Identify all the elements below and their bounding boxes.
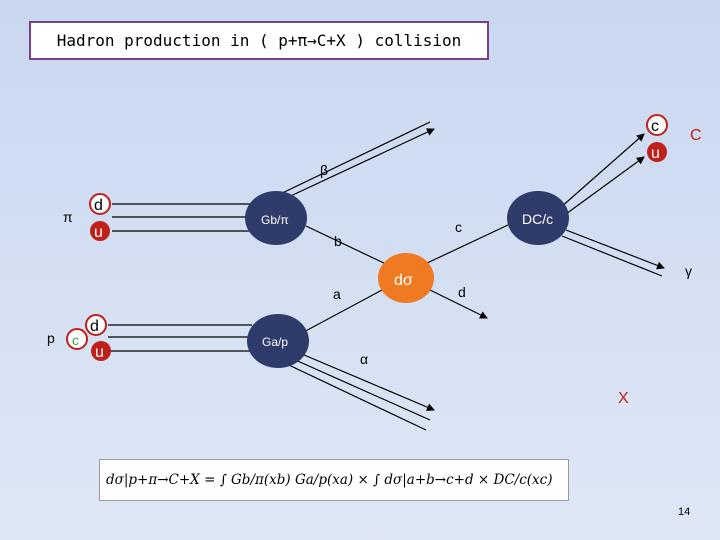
pion-quark-u-label: u bbox=[94, 224, 103, 241]
pdf-proton-blob bbox=[247, 314, 309, 368]
meson-quark-c bbox=[646, 114, 668, 136]
parton-c-label: c bbox=[455, 219, 462, 235]
c-parton-line bbox=[424, 224, 509, 265]
beta-remnant-line bbox=[281, 128, 435, 201]
page-number: 14 bbox=[678, 506, 691, 518]
formula-box: dσ|p+π→C+X = ∫ Gb/π(xb) Ga/p(xa) × ∫ dσ|… bbox=[99, 459, 569, 501]
gamma-line bbox=[565, 229, 665, 270]
slide-title: Hadron production in ( p+π→C+X ) collisi… bbox=[56, 31, 462, 50]
frag-line-1 bbox=[559, 133, 645, 209]
meson-quark-c-label: c bbox=[651, 118, 659, 135]
parton-d-label: d bbox=[458, 284, 466, 300]
meson-quark-u-label: u bbox=[651, 145, 660, 162]
proton-quark-c-label: c bbox=[72, 332, 79, 348]
a-parton-line bbox=[299, 289, 383, 335]
meson-C-label: C bbox=[690, 127, 702, 144]
d-parton-line bbox=[429, 289, 488, 319]
proton-quark-d bbox=[85, 314, 107, 336]
pion-quark-u bbox=[90, 221, 110, 241]
title-box: Hadron production in ( p+π→C+X ) collisi… bbox=[29, 21, 489, 60]
alpha-remnant-line bbox=[289, 348, 435, 411]
pdf-proton-label: Ga/p bbox=[262, 335, 288, 349]
beta-remnant-line-2 bbox=[273, 121, 431, 198]
pion-label: π bbox=[63, 209, 73, 225]
parton-a-label: a bbox=[333, 286, 341, 302]
proton-quark-c bbox=[66, 328, 88, 350]
gamma-label: γ bbox=[685, 263, 692, 279]
pion-quark-d bbox=[89, 193, 111, 215]
pdf-pion-blob bbox=[245, 191, 307, 245]
b-parton-line bbox=[305, 225, 389, 266]
proton-quark-u-label: u bbox=[95, 344, 104, 361]
cross-section-blob bbox=[378, 253, 434, 303]
alpha-remnant-line-3 bbox=[273, 357, 427, 431]
proton-label: p bbox=[47, 330, 55, 346]
alpha-label: α bbox=[360, 351, 368, 367]
beta-label: β bbox=[320, 162, 328, 178]
X-label: X bbox=[618, 390, 629, 407]
proton-quark-u bbox=[91, 341, 111, 361]
fragmentation-label: DC/c bbox=[522, 211, 553, 227]
parton-b-label: b bbox=[334, 233, 342, 249]
proton-quark-d-label: d bbox=[90, 318, 99, 335]
meson-quark-u bbox=[647, 142, 667, 162]
gamma-line-2 bbox=[561, 235, 663, 277]
factorization-formula: dσ|p+π→C+X = ∫ Gb/π(xb) Ga/p(xa) × ∫ dσ|… bbox=[106, 472, 553, 488]
alpha-remnant-line-2 bbox=[281, 353, 431, 421]
pdf-pion-label: Gb/π bbox=[261, 213, 289, 227]
frag-line-2 bbox=[565, 156, 645, 215]
cross-section-label: dσ bbox=[394, 272, 413, 289]
fragmentation-blob bbox=[507, 191, 569, 245]
pion-quark-d-label: d bbox=[94, 197, 103, 214]
